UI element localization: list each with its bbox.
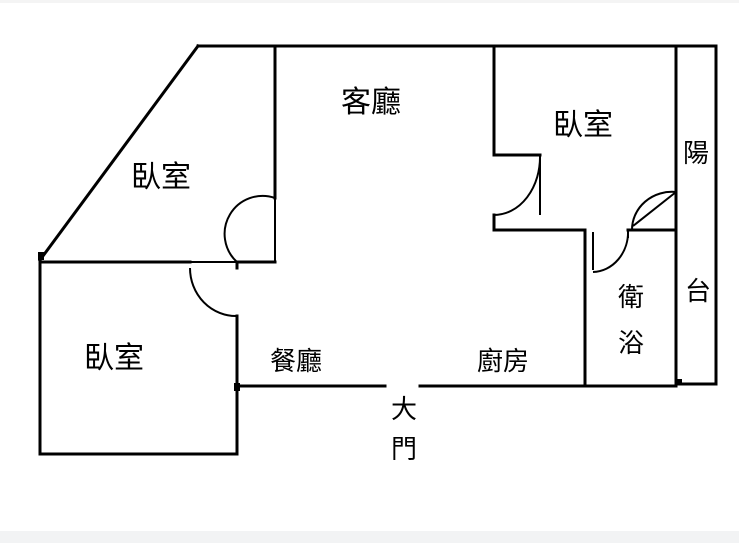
label-main-door-2: 門 [391,435,417,465]
wall-lower-left [38,258,239,456]
label-main-door-1: 大 [391,395,417,425]
label-bathroom-1: 衛 [618,283,644,313]
label-balcony-2: 台 [685,277,711,307]
doors [189,154,677,318]
wall-bedroom-ur-left [492,44,542,157]
corner-mark-door [234,383,240,391]
door-arc-bath [592,229,630,273]
top-edge-strip [0,0,739,3]
door-leaf-balcony [632,191,677,227]
label-dining-room: 餐廳 [270,347,322,377]
corner-mark-balcony [676,379,682,385]
label-living-room: 客廳 [341,85,401,120]
corner-mark-left [38,252,44,260]
wall-bedroom-ur-bottom-left [492,213,587,232]
label-bedroom-upper-left: 臥室 [131,160,191,195]
label-balcony-1: 陽 [683,139,709,169]
wall-diagonal [37,43,201,263]
label-kitchen: 廚房 [477,347,529,377]
outer-walls [37,43,718,456]
bottom-edge-strip [0,531,739,543]
interior-walls [38,44,678,388]
door-arc-bedroom-ll [189,267,238,318]
door-arc-balcony [630,190,677,231]
wall-top-right [196,44,718,386]
door-arc-bedroom-ul [223,194,276,263]
label-bathroom-2: 浴 [618,329,644,359]
label-bedroom-upper-right: 臥室 [553,108,613,143]
door-arc-bedroom-ur [493,154,542,216]
label-bedroom-lower-left: 臥室 [84,341,144,376]
